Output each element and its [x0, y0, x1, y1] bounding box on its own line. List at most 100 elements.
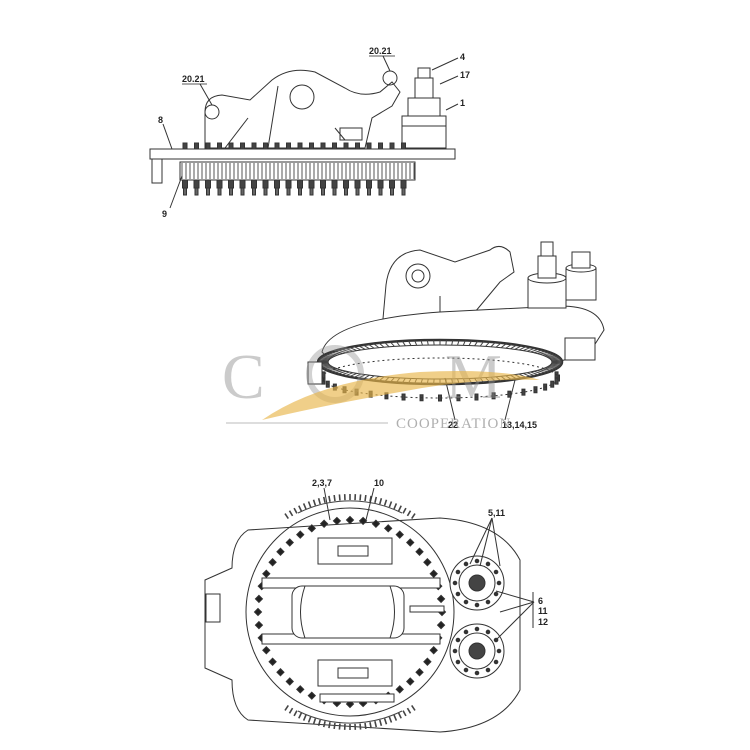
bolt-shank: [217, 187, 222, 196]
bolt-shank: [206, 187, 210, 196]
gear-tooth: [379, 498, 383, 505]
gear-tooth: [359, 494, 362, 501]
gear-tooth: [390, 341, 395, 347]
plan-bolt: [395, 530, 404, 539]
plan-bolt: [319, 519, 329, 528]
gear-tooth: [393, 503, 398, 510]
plan-bolt: [415, 668, 424, 677]
callout-1: 1: [460, 98, 465, 108]
plan-bottom-block: [317, 659, 393, 687]
gear-tooth: [334, 370, 344, 374]
upper-bolt: [343, 142, 349, 150]
gear-tooth: [374, 496, 378, 503]
bolt: [216, 179, 223, 189]
iso-bolt: [521, 388, 526, 396]
gear-tooth: [510, 344, 518, 350]
callout-10: 10: [374, 478, 384, 488]
gear-tooth: [536, 350, 546, 354]
plan-bolt: [296, 530, 305, 539]
plan-bolt: [262, 645, 271, 655]
gear-tooth: [322, 496, 326, 503]
motor-bolt: [485, 561, 491, 567]
gear-tooth: [406, 707, 412, 714]
bearing-bolts: [182, 142, 407, 196]
plan-bolt: [285, 677, 294, 686]
gear-tooth: [323, 366, 334, 370]
motor-bolt: [493, 591, 499, 597]
plan-bolt: [383, 524, 393, 533]
plan-bolt: [262, 569, 271, 579]
gear-tooth: [328, 722, 331, 729]
gear-tooth: [317, 719, 321, 726]
bolt-shank: [332, 187, 337, 196]
motor-bolt: [474, 602, 480, 608]
gear-tooth: [358, 345, 366, 350]
gear-tooth: [550, 364, 561, 366]
bolt: [182, 179, 188, 189]
gear-teeth: [181, 163, 415, 179]
gear-tooth: [364, 722, 367, 730]
plan-bolt: [254, 620, 264, 630]
bolt: [354, 179, 361, 189]
bolt-shank: [229, 187, 233, 196]
gear-tooth: [284, 513, 289, 519]
bolt: [331, 179, 338, 189]
bolt: [251, 179, 257, 189]
plan-bolt: [415, 547, 424, 556]
gear-tooth: [548, 355, 558, 359]
gear-tooth: [307, 501, 312, 508]
isometric-view-labels: 22 13,14,15: [448, 420, 537, 430]
gear-tooth: [302, 714, 307, 721]
gear-tooth: [345, 347, 354, 352]
gear-tooth: [546, 366, 557, 370]
plan-bolt: [268, 558, 277, 567]
gear-tooth: [388, 501, 393, 508]
gear-tooth: [426, 340, 429, 346]
gear-tooth: [293, 507, 298, 514]
gear-tooth: [383, 499, 388, 506]
gear-tooth: [445, 339, 447, 346]
upper-bolt: [194, 142, 199, 150]
iso-lug: [307, 361, 323, 385]
upper-bolt: [309, 142, 314, 150]
plan-top-block: [317, 537, 393, 565]
gear-tooth: [397, 712, 402, 719]
bolt: [193, 179, 200, 189]
gear-tooth: [326, 367, 336, 371]
gear-tooth: [319, 358, 330, 360]
gear-tooth: [523, 346, 531, 352]
gear-tooth: [414, 340, 418, 346]
base-plate: [149, 148, 456, 160]
motor-bolt: [463, 599, 469, 605]
gear-tooth: [312, 718, 317, 725]
gear-tooth: [393, 714, 398, 721]
plate-lug: [151, 158, 163, 184]
gear-tooth: [302, 503, 307, 510]
upper-bolt: [286, 142, 291, 150]
plan-bolt: [423, 558, 432, 567]
upper-bolt: [332, 142, 337, 150]
bolt-shank: [194, 187, 199, 196]
gear-tooth: [345, 372, 354, 377]
gear-tooth: [368, 343, 375, 349]
plan-motor-upper: [449, 555, 505, 611]
callout-17: 17: [460, 70, 470, 80]
motor-bolt: [455, 569, 461, 575]
iso-bolt-circle: [321, 357, 559, 399]
gear-tooth: [462, 340, 466, 346]
gear-tooth: [318, 359, 329, 361]
side-view-labels: 20.21 20.21 4 17 1 8 9: [158, 46, 470, 219]
gear-tooth: [353, 345, 362, 351]
bolt: [205, 179, 211, 189]
upper-bolt: [366, 142, 372, 150]
plan-bolt: [406, 538, 415, 547]
plan-bolt: [423, 657, 432, 666]
gear-tooth: [530, 371, 539, 376]
bolt: [262, 179, 269, 189]
plan-bolt: [345, 515, 355, 525]
upper-bolt: [378, 142, 383, 150]
gear-tooth: [323, 354, 334, 358]
plan-bolt: [296, 685, 305, 694]
gear-tooth: [288, 707, 294, 714]
